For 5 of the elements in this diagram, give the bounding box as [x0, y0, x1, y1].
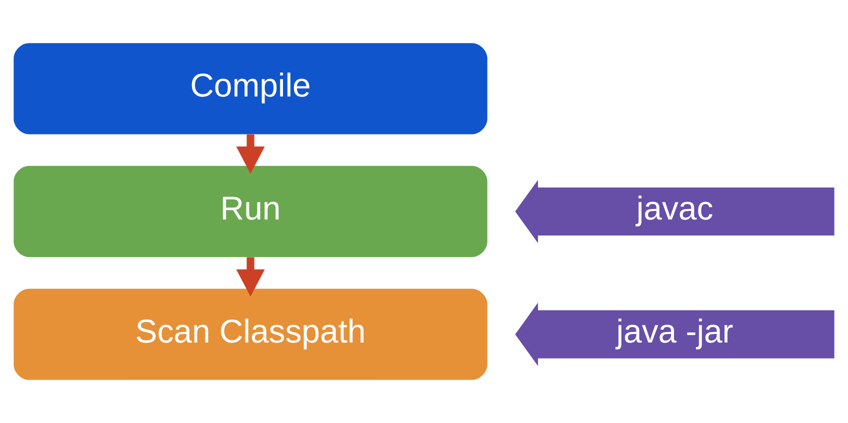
node-box: Scan Classpath — [14, 288, 488, 380]
node-box: Run — [14, 166, 488, 258]
node-box: Compile — [14, 43, 488, 134]
arrow — [236, 257, 265, 297]
arrow — [236, 134, 265, 174]
